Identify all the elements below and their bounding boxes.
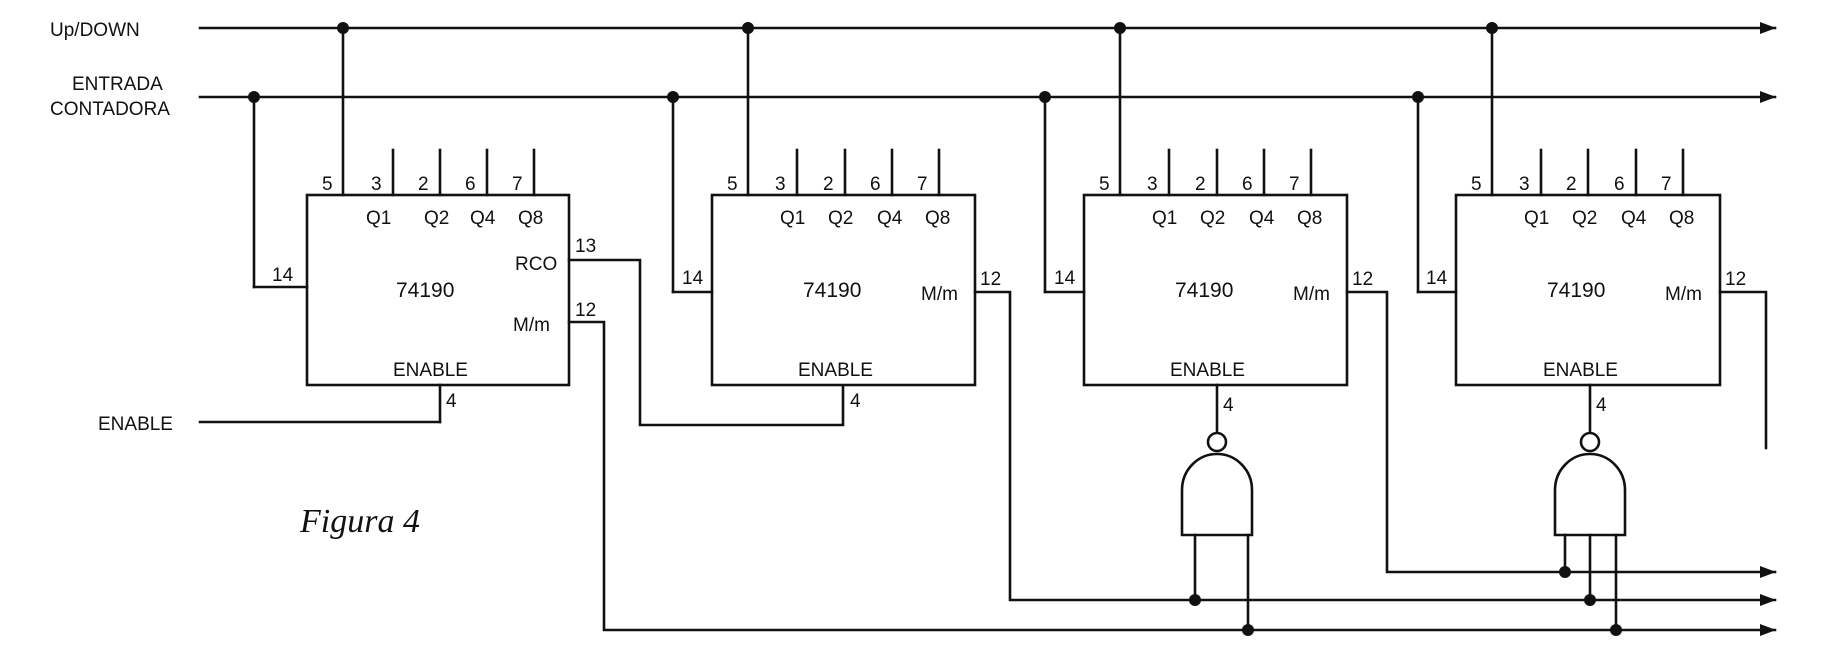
pin-number: 7 <box>1289 174 1300 195</box>
maxmin-bus-1 <box>567 320 1777 636</box>
pin-number: 6 <box>870 174 881 195</box>
pin-number: 3 <box>1519 174 1530 195</box>
output-label: Q2 <box>1200 208 1225 229</box>
junction-dot <box>1559 566 1571 578</box>
pin-number: 3 <box>371 174 382 195</box>
part-number: 74190 <box>1547 279 1605 302</box>
clock-pin-number: 14 <box>1426 268 1448 289</box>
maxmin-pin-number: 12 <box>1352 269 1373 290</box>
pin-number: 5 <box>727 174 738 195</box>
output-label: Q2 <box>828 208 853 229</box>
enable-pin-number: 4 <box>1223 395 1234 416</box>
part-number: 74190 <box>803 279 861 302</box>
nand-gate-body <box>1180 452 1254 537</box>
maxmin-label: M/m <box>1293 284 1330 305</box>
enable-pin-label: ENABLE <box>798 360 873 381</box>
junction-dot <box>1610 624 1622 636</box>
enable-pin-number: 4 <box>446 391 457 412</box>
part-number: 74190 <box>1175 279 1233 302</box>
maxmin-pin-number: 12 <box>575 300 596 321</box>
enable-pin-label: ENABLE <box>1543 360 1618 381</box>
pin-number: 5 <box>322 174 333 195</box>
clock-pin-number: 14 <box>682 268 704 289</box>
output-label: Q8 <box>518 208 543 229</box>
part-number: 74190 <box>396 279 454 302</box>
pin-number: 3 <box>1147 174 1158 195</box>
rco-to-enable-wire <box>567 258 845 427</box>
pin-number: 2 <box>823 174 834 195</box>
output-label: Q1 <box>1152 208 1177 229</box>
pin-number: 5 <box>1471 174 1482 195</box>
maxmin-bus-2 <box>973 290 1777 606</box>
nand-gate-body <box>1553 452 1627 537</box>
enable-pin-number: 4 <box>1596 395 1607 416</box>
output-label: Q8 <box>1297 208 1322 229</box>
enable-pin-label: ENABLE <box>393 360 468 381</box>
output-label: Q1 <box>1524 208 1549 229</box>
output-label: Q1 <box>780 208 805 229</box>
output-label: Q4 <box>877 208 903 229</box>
pin-number: 2 <box>418 174 429 195</box>
counter-3: 5 3 2 6 7 Q1 Q2 Q4 Q8 74190 14 M/m 12 EN… <box>1043 26 1373 434</box>
pin-number: 5 <box>1099 174 1110 195</box>
output-label: Q2 <box>424 208 449 229</box>
pin-number: 6 <box>1242 174 1253 195</box>
maxmin-bus-3 <box>1345 290 1777 578</box>
nand-gate-2 <box>1553 431 1627 636</box>
nand-gate-1 <box>1180 431 1254 636</box>
counter-body <box>1082 193 1349 387</box>
enable-input-label: ENABLE <box>98 414 173 435</box>
maxmin-pin-number: 12 <box>980 269 1001 290</box>
figure-caption: Figura 4 <box>299 503 420 540</box>
junction-dot <box>1584 594 1596 606</box>
rco-pin-number: 13 <box>575 236 596 257</box>
junction-dot <box>1242 624 1254 636</box>
junction-dot <box>1189 594 1201 606</box>
maxmin-label: M/m <box>921 284 958 305</box>
counter-body <box>710 193 977 387</box>
output-label: Q4 <box>470 208 496 229</box>
pin-number: 7 <box>1661 174 1672 195</box>
pin-number: 3 <box>775 174 786 195</box>
enable-pin-number: 4 <box>850 391 861 412</box>
counter-input-label-line1: ENTRADA <box>72 74 163 95</box>
pin-number: 2 <box>1566 174 1577 195</box>
output-label: Q8 <box>1669 208 1694 229</box>
pin-number: 6 <box>1614 174 1625 195</box>
enable-pin-label: ENABLE <box>1170 360 1245 381</box>
rco-label: RCO <box>515 254 557 275</box>
counter-1: 5 3 2 6 7 Q1 Q2 Q4 Q8 74190 14 RCO 13 M/… <box>198 26 596 424</box>
counter-input-label-line2: CONTADORA <box>50 99 170 120</box>
counter-2: 5 3 2 6 7 Q1 Q2 Q4 Q8 74190 14 M/m 12 EN… <box>671 26 1001 412</box>
maxmin-label: M/m <box>1665 284 1702 305</box>
counter-4: 5 3 2 6 7 Q1 Q2 Q4 Q8 74190 14 M/m 12 EN… <box>1416 26 1746 434</box>
inversion-bubble <box>1579 431 1601 453</box>
counter-body <box>1454 193 1722 387</box>
pin-number: 7 <box>512 174 523 195</box>
pin-number: 6 <box>465 174 476 195</box>
output-label: Q1 <box>366 208 391 229</box>
pin-number: 2 <box>1195 174 1206 195</box>
maxmin-output-4 <box>1718 290 1768 450</box>
counter-body <box>305 193 571 387</box>
output-label: Q4 <box>1621 208 1647 229</box>
output-label: Q2 <box>1572 208 1597 229</box>
clock-pin-number: 14 <box>272 265 294 286</box>
inversion-bubble <box>1206 431 1228 453</box>
up-down-label: Up/DOWN <box>50 20 140 41</box>
output-label: Q8 <box>925 208 950 229</box>
clock-pin-number: 14 <box>1054 268 1076 289</box>
maxmin-label: M/m <box>513 315 550 336</box>
maxmin-pin-number: 12 <box>1725 269 1746 290</box>
pin-number: 7 <box>917 174 928 195</box>
output-label: Q4 <box>1249 208 1275 229</box>
